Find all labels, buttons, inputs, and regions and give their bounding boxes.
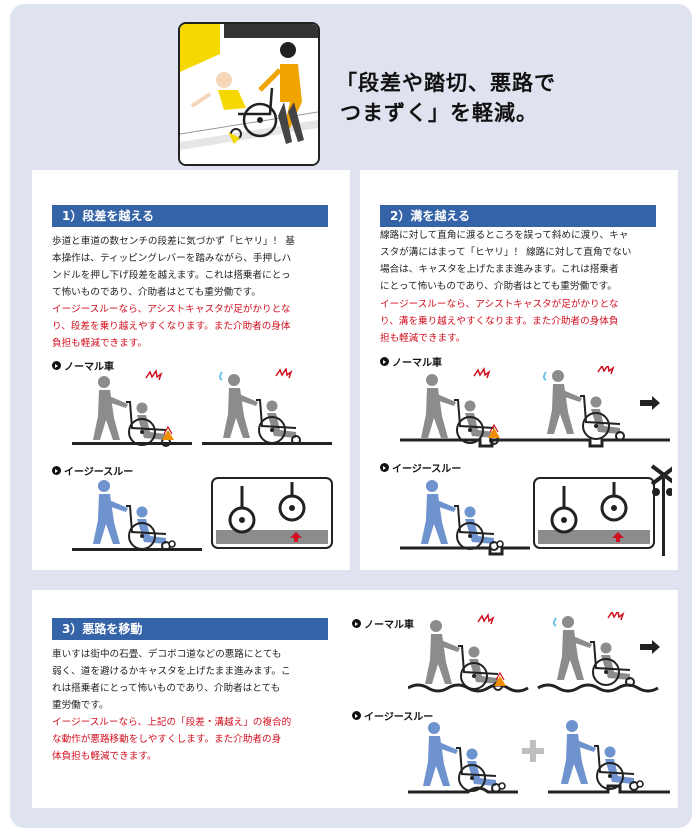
page-background: 「段差や踏切、悪路で つまずく」を軽減。 1）段差を越える 歩道と車道の数センチ…	[10, 4, 692, 828]
highlight-line: 体負担も軽減できます。	[52, 751, 157, 762]
highlight-line: り、段差を乗り越えやすくなります。また介助者の身体	[52, 321, 291, 332]
illustration-normal-step	[72, 368, 332, 447]
label-text: ノーマル車	[364, 620, 414, 631]
body-line: 弱く、道を避けるかキャスタを上げたまま進みます。こ	[52, 666, 291, 677]
label-normal-car: ノーマル車	[52, 358, 114, 373]
illustration-easy-groove	[400, 464, 672, 556]
label-text: ノーマル車	[392, 358, 442, 369]
arrow-bullet-icon	[352, 619, 361, 628]
label-text: イージースルー	[392, 464, 462, 475]
highlight-line: 負担も軽減できます。	[52, 338, 147, 349]
section-heading-step: 1）段差を越える	[52, 205, 328, 227]
illustration-normal-rough	[408, 612, 660, 693]
section-highlight-rough-road: イージースルーなら、上記の「段差・溝越え」の複合的 な動作が悪路移動をしやすくし…	[52, 714, 342, 765]
arrow-bullet-icon	[352, 711, 361, 720]
label-text: ノーマル車	[64, 362, 114, 373]
body-line: 重労働です。	[52, 700, 109, 711]
section-heading-rough-road: 3）悪路を移動	[52, 618, 328, 640]
highlight-line: 担も軽減できます。	[380, 333, 466, 344]
highlight-line: り、溝を乗り越えやすくなります。また介助者の身体負	[380, 316, 619, 327]
hero-illustration	[178, 22, 320, 166]
illustration-easy-step	[72, 476, 334, 551]
label-easy-through: イージースルー	[352, 708, 433, 723]
body-line: 場合は、キャスタを上げたまま進みます。これは搭乗者	[380, 264, 619, 275]
section-body-groove: 線路に対して直角に渡るところを誤って斜めに渡り、キャ スタが溝にはまって「ヒヤリ…	[380, 227, 670, 295]
label-easy-through: イージースルー	[52, 463, 133, 478]
highlight-line: な動作が悪路移動をしやすくします。また介助者の身	[52, 734, 282, 745]
label-normal-car: ノーマル車	[380, 354, 442, 369]
body-line: れは搭乗者にとって怖いものであり、介助者はとても	[52, 683, 281, 694]
highlight-line: イージースルーなら、アシストキャスタが足がかりとな	[380, 299, 619, 310]
body-line: 本操作は、ティッピングレバーを踏みながら、手押しハ	[52, 253, 292, 264]
section-body-step: 歩道と車道の数センチの段差に気づかず「ヒヤリ」！ 基 本操作は、ティッピングレバ…	[52, 233, 334, 301]
body-line: ンドルを押し下げ段差を越えます。これは搭乗者にとっ	[52, 270, 291, 281]
highlight-line: イージースルーなら、上記の「段差・溝越え」の複合的	[52, 717, 292, 728]
plus-icon	[522, 740, 544, 762]
arrow-bullet-icon	[380, 463, 389, 472]
body-line: にとって怖いものであり、介助者はとても重労働です。	[380, 281, 617, 292]
arrow-bullet-icon	[52, 466, 61, 475]
section-body-rough-road: 車いすは街中の石畳、デコボコ道などの悪路にとても 弱く、道を避けるかキャスタを上…	[52, 646, 342, 714]
arrow-bullet-icon	[52, 361, 61, 370]
section-card-step: 1）段差を越える 歩道と車道の数センチの段差に気づかず「ヒヤリ」！ 基 本操作は…	[32, 170, 350, 570]
section-highlight-groove: イージースルーなら、アシストキャスタが足がかりとな り、溝を乗り越えやすくなりま…	[380, 296, 670, 347]
body-line: スタが溝にはまって「ヒヤリ」！ 線路に対して直角でない	[380, 247, 632, 258]
section-highlight-step: イージースルーなら、アシストキャスタが足がかりとな り、段差を乗り越えやすくなり…	[52, 301, 334, 352]
railroad-crossing-icon	[650, 464, 672, 556]
section-card-rough-road: 3）悪路を移動 車いすは街中の石畳、デコボコ道などの悪路にとても 弱く、道を避け…	[32, 590, 678, 808]
hero-title-line-1: 「段差や踏切、悪路で	[336, 71, 556, 95]
body-line: 歩道と車道の数センチの段差に気づかず「ヒヤリ」！ 基	[52, 236, 295, 247]
arrow-bullet-icon	[380, 357, 389, 366]
label-easy-through: イージースルー	[380, 460, 461, 475]
body-line: 線路に対して直角に渡るところを誤って斜めに渡り、キャ	[380, 230, 629, 241]
body-line: 車いすは街中の石畳、デコボコ道などの悪路にとても	[52, 649, 282, 660]
illustration-normal-groove	[400, 366, 670, 448]
section-heading-groove: 2）溝を越える	[380, 205, 656, 227]
illustration-easy-rough	[408, 719, 670, 794]
section-card-groove: 2）溝を越える 線路に対して直角に渡るところを誤って斜めに渡り、キャ スタが溝に…	[360, 170, 678, 570]
label-normal-car: ノーマル車	[352, 616, 414, 631]
hero-title-line-2: つまずく」を軽減。	[340, 101, 538, 125]
body-line: て怖いものであり、介助者はとても重労働です。	[52, 287, 261, 298]
label-text: イージースルー	[364, 712, 434, 723]
label-text: イージースルー	[64, 467, 134, 478]
highlight-line: イージースルーなら、アシストキャスタが足がかりとな	[52, 304, 291, 315]
hero-title: 「段差や踏切、悪路で つまずく」を軽減。	[336, 68, 666, 128]
